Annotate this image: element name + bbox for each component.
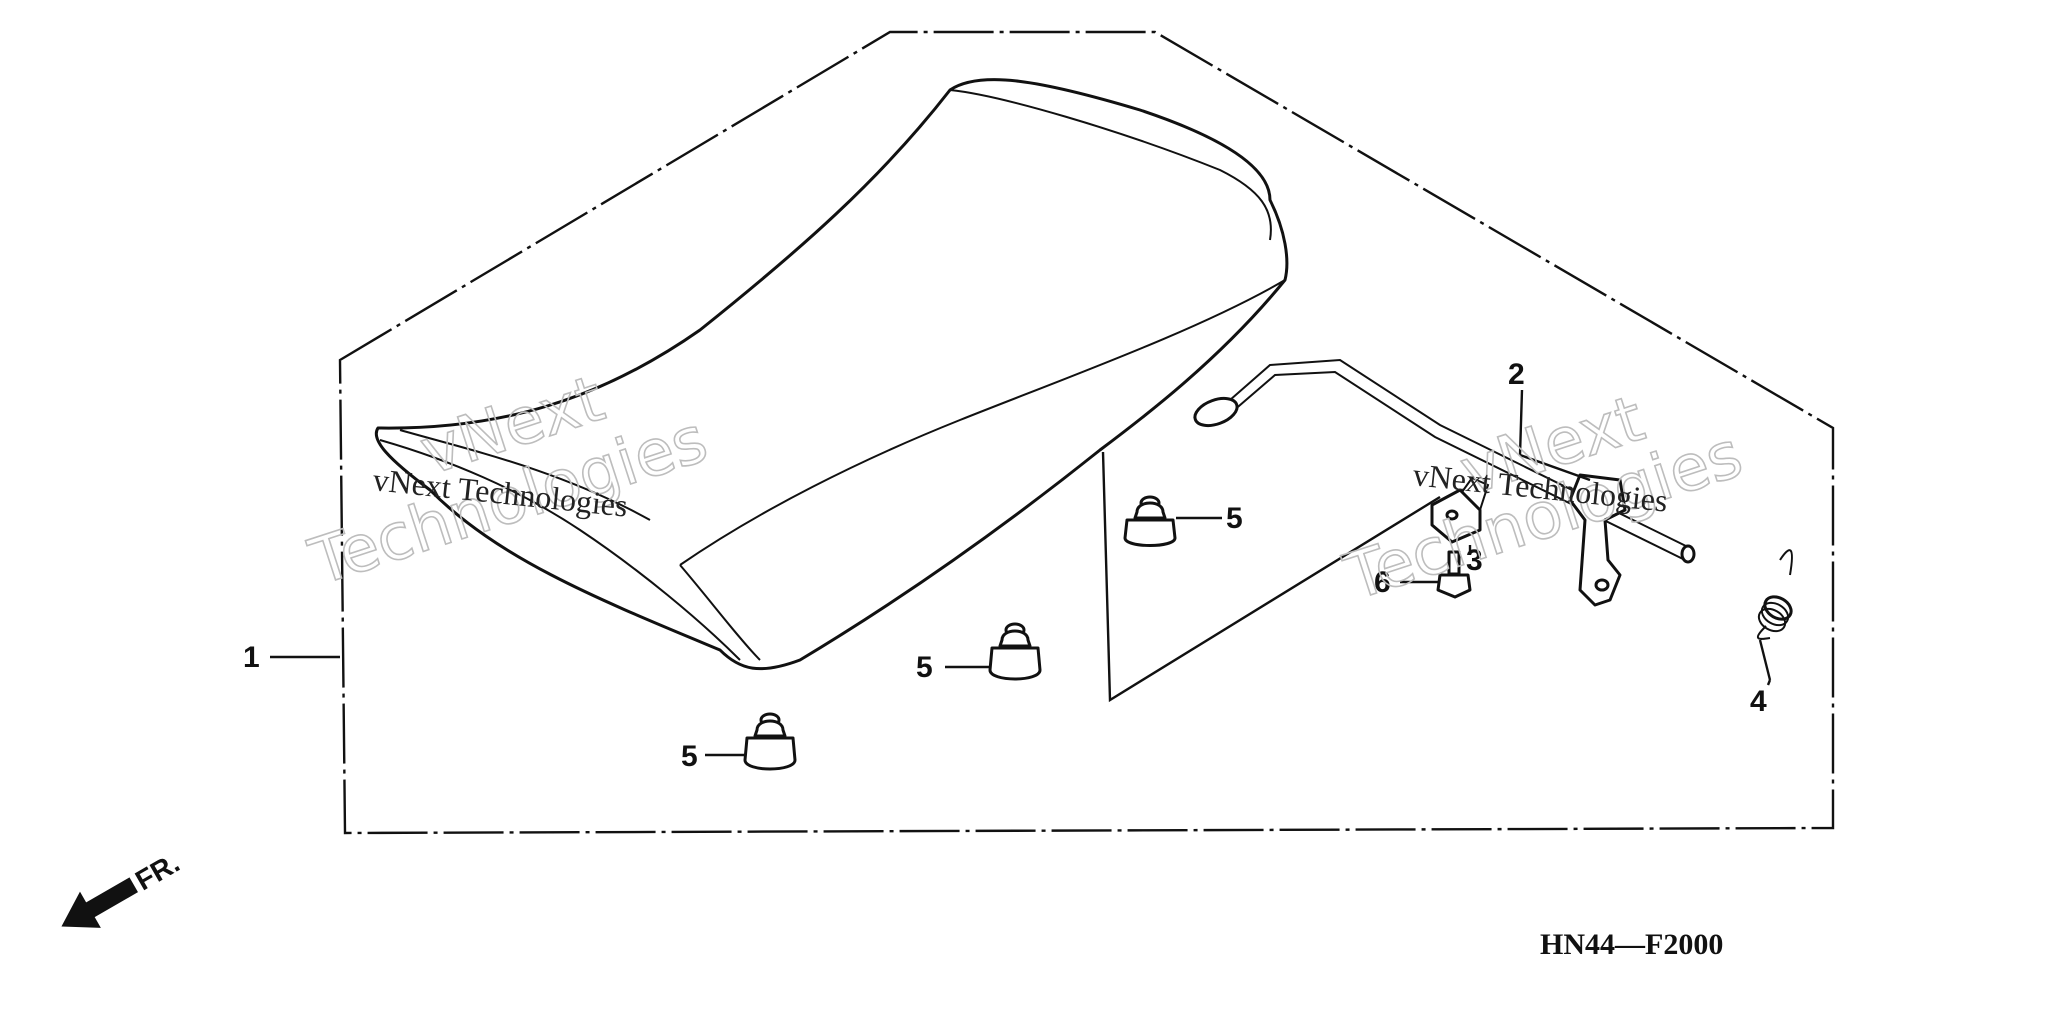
- callout-6: 6: [1374, 566, 1391, 599]
- cushion-stopper-3: [743, 712, 797, 771]
- callout-4: 4: [1750, 685, 1767, 718]
- seat-clip: [1430, 476, 1490, 544]
- callout-5b: 5: [916, 651, 933, 684]
- seat-illustration: [374, 78, 1289, 671]
- seat-lock-rod: [1193, 358, 1696, 564]
- seat-latch-hook: [1568, 473, 1627, 607]
- latch-group-bracket: [1101, 451, 1441, 703]
- bolt: [1436, 550, 1472, 599]
- diagram-code: HN44—F2000: [1540, 928, 1723, 961]
- leader-lines: [270, 389, 1772, 757]
- callout-3: 3: [1466, 544, 1483, 577]
- torsion-spring: [1756, 549, 1793, 640]
- assembly-boundary: [338, 30, 1835, 835]
- watermark-right: vNext Technologies vNext Technologies: [1335, 381, 1751, 616]
- cushion-stopper-1: [1123, 495, 1177, 547]
- callout-1: 1: [243, 641, 260, 674]
- callout-5c: 5: [681, 740, 698, 773]
- front-direction-arrow: FR.: [61, 847, 185, 928]
- front-direction-label: FR.: [130, 847, 185, 896]
- cushion-stopper-2: [988, 622, 1042, 681]
- callout-2: 2: [1508, 358, 1525, 391]
- callout-5a: 5: [1226, 502, 1243, 535]
